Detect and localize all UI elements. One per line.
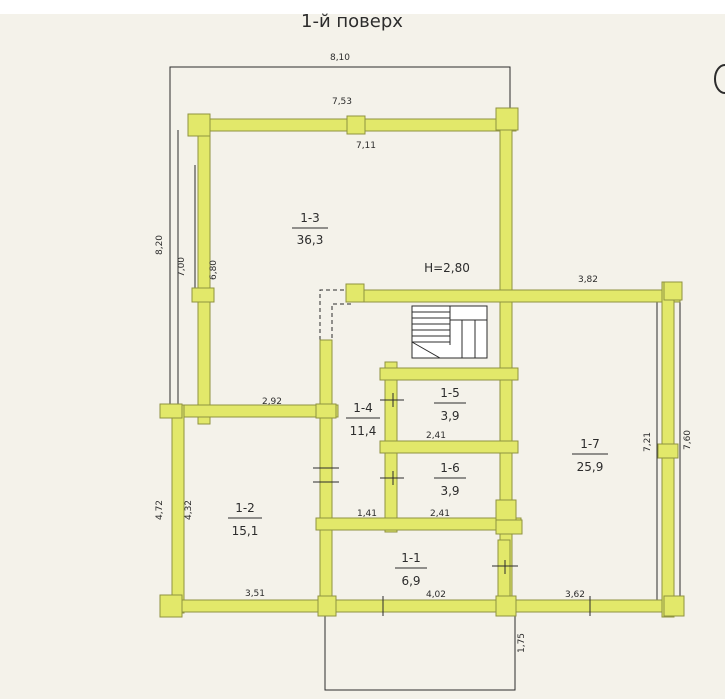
dim-porch-depth: 1,75: [517, 633, 527, 653]
dim-top-wall-outer: 7,53: [332, 97, 352, 107]
dim-corridor-small: 1,41: [357, 509, 377, 519]
dim-left-mid: 7,00: [177, 257, 187, 277]
dim-partition-1-3: 2,92: [262, 397, 282, 407]
room-id: 1-4: [353, 401, 373, 415]
dim-outer-top: 8,10: [330, 53, 350, 63]
dim-left-outer: 8,20: [155, 235, 165, 255]
room-area: 15,1: [232, 524, 259, 538]
dim-bottom-1-1: 4,02: [426, 590, 446, 600]
dim-right-wing-top: 3,82: [578, 275, 598, 285]
room-area: 11,4: [350, 424, 377, 438]
room-area: 3,9: [440, 484, 459, 498]
room-id: 1-3: [300, 211, 320, 225]
room-area: 3,9: [440, 409, 459, 423]
room-area: 36,3: [297, 233, 324, 247]
room-id: 1-2: [235, 501, 255, 515]
room-area: 6,9: [401, 574, 420, 588]
dim-left-lower-inner: 4,32: [184, 500, 194, 520]
dimension-labels: 8,10 7,53 7,11 3,82 2,92 2,41 2,41 1,41 …: [155, 53, 693, 653]
dim-bottom-1-7: 3,62: [565, 590, 585, 600]
dim-room-1-5-width: 2,41: [426, 431, 446, 441]
room-id: 1-1: [401, 551, 421, 565]
room-id: 1-7: [580, 437, 600, 451]
room-1-7: 1-7 25,9: [572, 437, 608, 474]
dim-room-1-6-width: 2,41: [430, 509, 450, 519]
room-id: 1-6: [440, 461, 460, 475]
door-marks: [313, 393, 591, 616]
room-1-4: 1-4 11,4: [346, 401, 380, 438]
dim-right-wing-inner: 7,21: [643, 432, 653, 452]
room-id: 1-5: [440, 386, 460, 400]
dim-bottom-1-2: 3,51: [245, 589, 265, 599]
room-1-6: 1-6 3,9: [434, 461, 466, 498]
room-1-3: 1-3 36,3: [292, 211, 328, 247]
edge-fragment: [714, 64, 725, 94]
dim-left-lower-outer: 4,72: [155, 500, 165, 520]
dim-left-inner: 6,80: [209, 260, 219, 280]
ceiling-height-label: H=2,80: [424, 261, 470, 275]
dim-top-wall-inner: 7,11: [356, 141, 376, 151]
room-1-2: 1-2 15,1: [228, 501, 262, 538]
top-margin: [0, 0, 725, 14]
walls: [159, 107, 685, 618]
room-labels: 1-3 36,3 1-4 11,4 1-5 3,9 1-6 3,9 1-7 25…: [228, 211, 608, 588]
staircase: [411, 305, 488, 359]
room-1-1: 1-1 6,9: [395, 551, 427, 588]
plan-title: 1-й поверх: [301, 11, 403, 32]
room-area: 25,9: [577, 460, 604, 474]
dim-right-wing-outer: 7,60: [683, 430, 693, 450]
room-1-5: 1-5 3,9: [434, 386, 466, 423]
